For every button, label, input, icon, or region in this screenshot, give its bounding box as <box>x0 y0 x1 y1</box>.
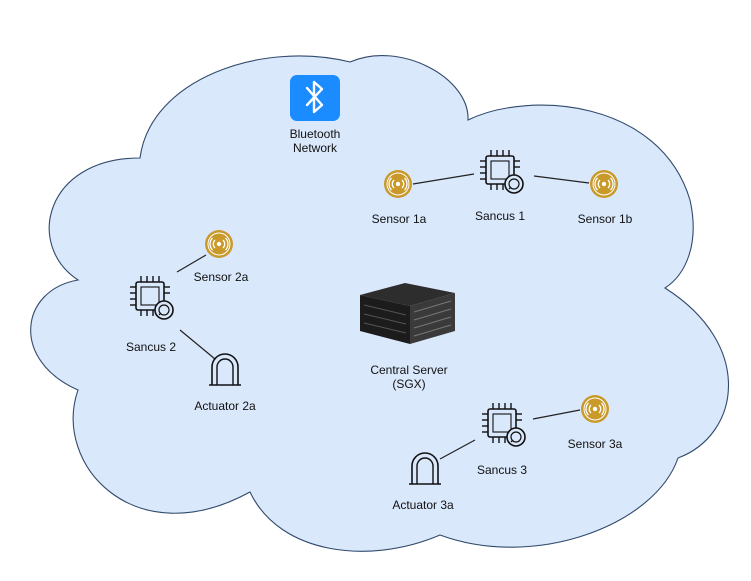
sensor1b-label: Sensor 1b <box>577 212 633 226</box>
sensor1a-label: Sensor 1a <box>371 212 427 226</box>
sensor3a-icon <box>580 394 610 424</box>
sensor3a-label: Sensor 3a <box>567 437 623 451</box>
link-sancus2-sensor2a <box>176 254 207 273</box>
link-sancus3-actuator3a <box>439 439 476 460</box>
link-sancus2-actuator2a <box>179 329 216 360</box>
sensor2a-icon <box>204 229 234 259</box>
network-label: Bluetooth Network <box>275 127 355 155</box>
sensor2a-label: Sensor 2a <box>193 270 249 284</box>
link-sancus3-sensor3a <box>532 409 581 420</box>
server-label-line1: Central Server <box>370 363 448 377</box>
sancus1-label: Sancus 1 <box>474 209 526 223</box>
bluetooth-icon <box>290 75 340 121</box>
network-label-line2: Network <box>292 141 337 155</box>
network-label-line1: Bluetooth <box>289 127 341 141</box>
link-sancus1-sensor1b <box>533 175 590 184</box>
server-rack-icon <box>360 283 455 344</box>
actuator2a-label: Actuator 2a <box>194 399 256 413</box>
server-label-line2: (SGX) <box>392 377 426 391</box>
sensor1b-icon <box>589 169 619 199</box>
actuator3a-label: Actuator 3a <box>392 498 454 512</box>
link-sancus1-sensor1a <box>412 173 475 185</box>
sancus2-label: Sancus 2 <box>125 340 177 354</box>
sensor1a-icon <box>383 169 413 199</box>
server-label: Central Server (SGX) <box>359 363 459 391</box>
sancus3-label: Sancus 3 <box>476 463 528 477</box>
